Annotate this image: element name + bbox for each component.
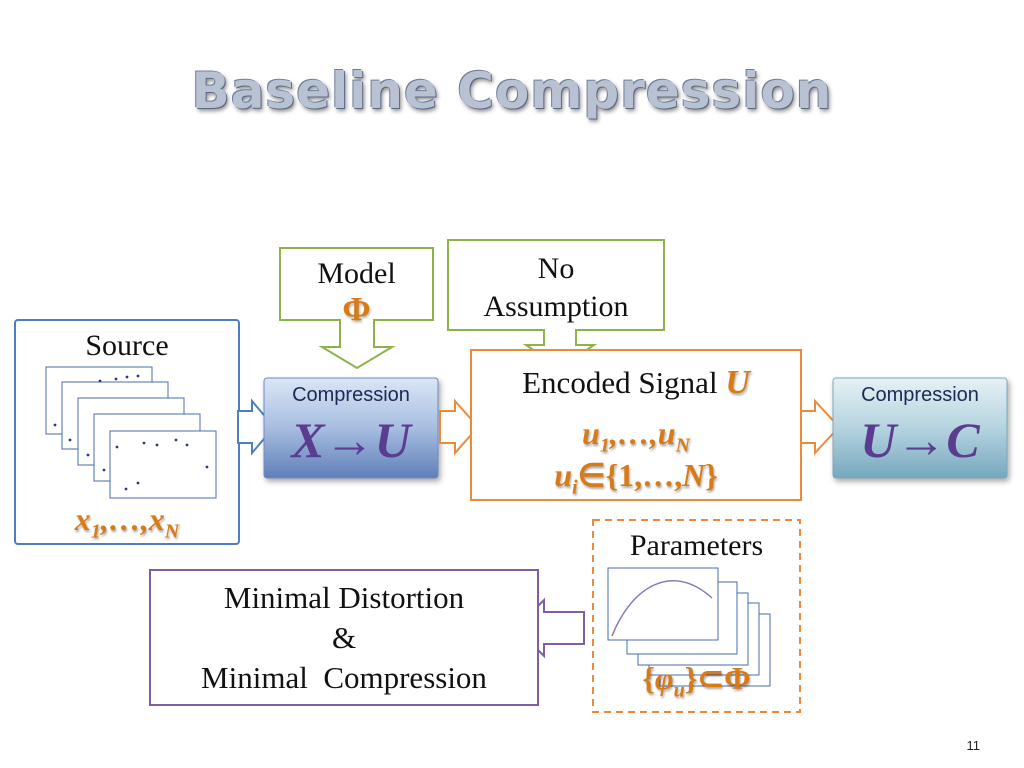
objective-line3: Minimal Compression (201, 660, 487, 695)
slide-title: Baseline Compression (191, 62, 833, 120)
compression-1-label: Compression (292, 384, 410, 406)
objective-box (149, 569, 539, 706)
parameters-math: {φu}⊂Φ (642, 660, 751, 702)
no-assumption-line2: Assumption (483, 290, 629, 323)
arrow-source-to-compression (237, 398, 276, 456)
model-callout-box (279, 247, 434, 370)
model-phi-symbol: Φ (342, 291, 371, 328)
page-number: 11 (966, 738, 981, 753)
no-assumption-line1: No (537, 252, 575, 285)
source-math-label: x1,…,xN (74, 501, 180, 543)
compression-box-2 (832, 377, 1008, 479)
encoded-sequence: u1,…,uN (581, 415, 691, 457)
arrow-encoded-to-compression (800, 398, 841, 456)
objective-line2: & (331, 620, 357, 655)
compression-2-math: U→C (860, 412, 980, 468)
arrow-compression-to-encoded (439, 398, 480, 456)
parameters-label: Parameters (629, 529, 764, 562)
model-label: Model (317, 257, 396, 290)
compression-2-label: Compression (861, 384, 979, 406)
encoded-signal-label: Encoded Signal U (522, 364, 750, 401)
source-scatter-stack (45, 366, 217, 499)
encoded-signal-box (470, 349, 802, 501)
compression-1-math: X→U (291, 412, 411, 468)
objective-line1: Minimal Distortion (223, 580, 465, 615)
source-label: Source (85, 329, 169, 362)
encoded-index-set: ui∈{1,…,N} (554, 457, 718, 499)
compression-box-1 (263, 377, 439, 479)
parameters-curve-stack (607, 567, 771, 687)
